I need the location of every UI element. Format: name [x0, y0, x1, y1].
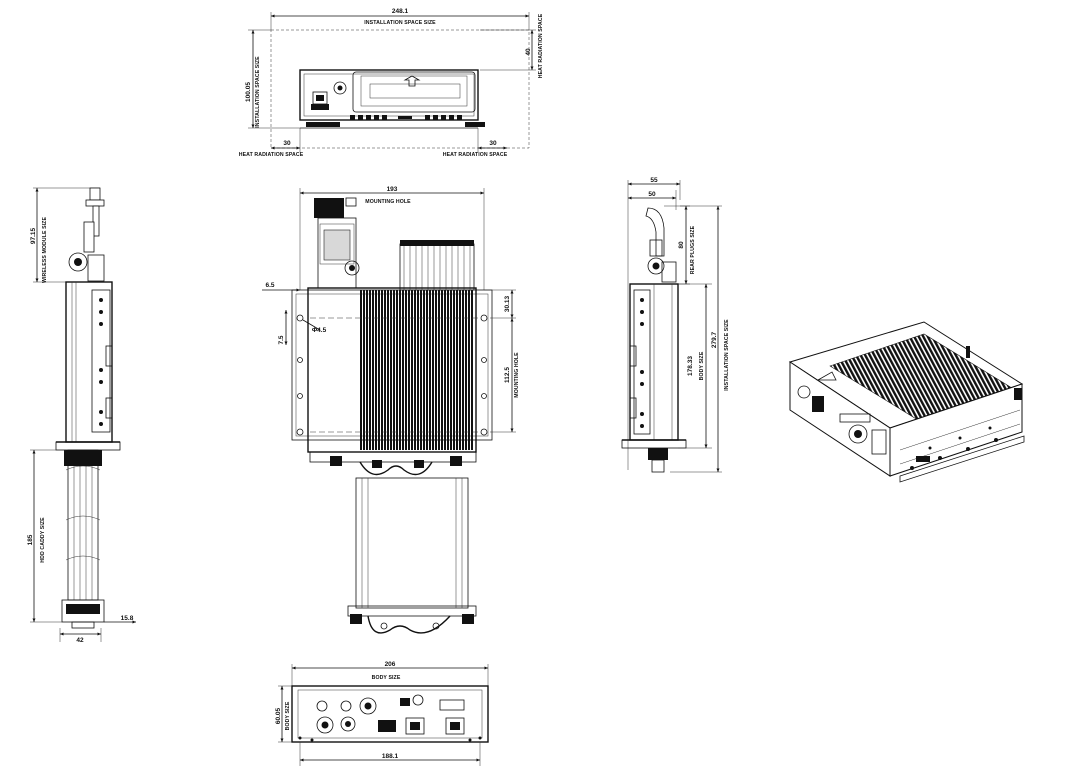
front-view: 193 MOUNTING HOLE 6.5 — [262, 186, 520, 634]
left-view: 97.15 WIRELESS MODULE SIZE — [27, 187, 136, 644]
side-view: 55 50 80 REAR PLUGS SIZE 178. — [621, 177, 730, 473]
side-install-dimension: 279.7 — [711, 331, 718, 348]
hdd-label: HDD CADDY SIZE — [40, 517, 46, 563]
heatsink-fins — [360, 290, 474, 450]
top-heat-left-dimension: 30 — [283, 140, 291, 147]
wireless-label: WIRELESS MODULE SIZE — [42, 217, 48, 283]
left-body-outline — [65, 281, 113, 443]
top-heat-right-dimension: 40 — [525, 48, 532, 56]
front-hdd-caddy — [355, 477, 469, 609]
front-hole-offset: 7.5 — [278, 335, 285, 344]
top-view: 248.1 INSTALLATION SPACE SIZE 100.05 INS… — [239, 8, 544, 158]
device-top-outline — [299, 69, 479, 121]
isometric-view — [788, 321, 1025, 483]
top-width-dimension: 248.1 — [392, 8, 409, 15]
front-mounting-label: MOUNTING HOLE — [365, 199, 411, 205]
left-bottom-width: 42 — [76, 637, 84, 644]
top-install-label: INSTALLATION SPACE SIZE — [364, 20, 436, 26]
side-50-dimension: 50 — [648, 191, 656, 198]
bottom-view: 206 BODY SIZE 60.05 BODY SIZE 188.1 — [275, 661, 489, 766]
bottom-body-left-label: BODY SIZE — [285, 701, 291, 730]
side-body-dimension: 178.33 — [687, 356, 694, 376]
side-body-label: BODY SIZE — [699, 351, 705, 380]
side-install-label: INSTALLATION SPACE SIZE — [724, 319, 730, 391]
top-height-dimension: 100.05 — [245, 82, 252, 102]
bottom-body-width: 206 — [385, 661, 396, 668]
front-hole-diameter: Φ4.5 — [312, 327, 327, 334]
top-heat-right-bottom-label: HEAT RADIATION SPACE — [443, 152, 508, 158]
top-heat-right-bottom-dimension: 30 — [489, 140, 497, 147]
top-heat-right-label: HEAT RADIATION SPACE — [538, 13, 544, 78]
hdd-dimension: 185 — [27, 534, 34, 545]
bottom-body-outline — [291, 685, 489, 743]
front-mounting-width: 193 — [387, 186, 398, 193]
side-rear-plugs-label: REAR PLUGS SIZE — [690, 225, 696, 274]
bottom-height-dimension: 60.05 — [275, 707, 282, 724]
bottom-body-label: BODY SIZE — [372, 675, 401, 681]
side-55-dimension: 55 — [650, 177, 658, 184]
bottom-width-dimension: 188.1 — [382, 753, 399, 760]
left-bottom-offset: 15.8 — [121, 615, 134, 622]
front-right-top-dimension: 30.13 — [504, 295, 511, 312]
top-heat-left-label: HEAT RADIATION SPACE — [239, 152, 304, 158]
front-mounting-right-label: MOUNTING HOLE — [514, 352, 520, 398]
wireless-dimension: 97.15 — [30, 227, 37, 244]
top-install-left-label: INSTALLATION SPACE SIZE — [255, 56, 261, 128]
front-edge-dimension: 6.5 — [265, 282, 274, 289]
side-80-dimension: 80 — [678, 241, 685, 249]
installation-space-outline — [270, 29, 530, 149]
hdd-caddy-outline — [67, 449, 99, 601]
front-mounting-height: 112.5 — [504, 367, 511, 383]
